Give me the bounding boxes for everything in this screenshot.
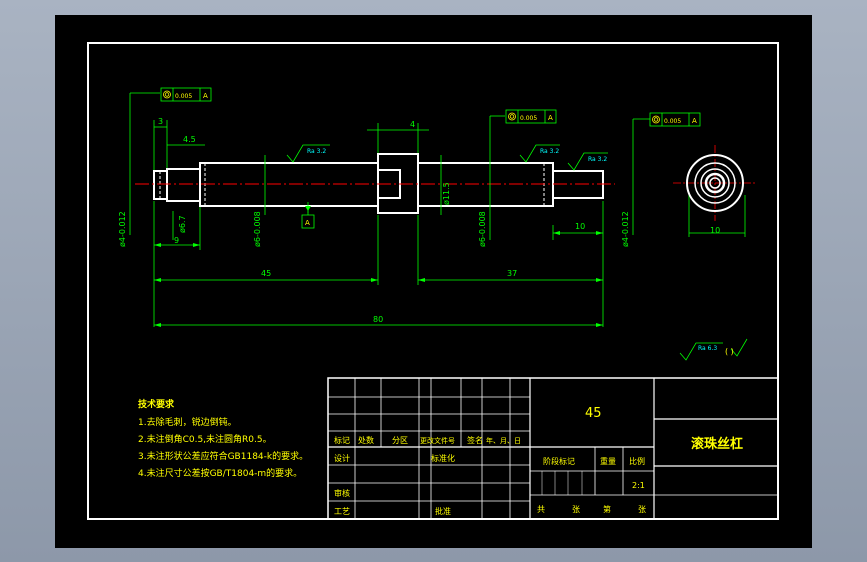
svg-text:比例: 比例 (629, 456, 645, 466)
svg-text:Ra 3.2: Ra 3.2 (588, 156, 607, 163)
svg-text:2:1: 2:1 (632, 481, 645, 490)
svg-text:A: A (203, 92, 208, 100)
roughness-paren: ( ) (725, 347, 734, 356)
svg-text:审核: 审核 (334, 488, 350, 498)
dimension-lines (129, 92, 746, 327)
dim-dia-11-5: ø11.5 (442, 182, 451, 205)
svg-text:设计: 设计 (334, 453, 350, 463)
svg-text:工艺: 工艺 (334, 507, 350, 516)
svg-text:签名: 签名 (467, 435, 483, 445)
dim-dia-mid-left: ø6-0.008 (253, 211, 262, 247)
tolerance-frame-middle: 0.005 A (505, 109, 557, 124)
circularity-icon (652, 115, 660, 124)
dim-3: 3 (158, 117, 163, 126)
note-line: 2.未注倒角C0.5,未注圆角R0.5。 (138, 433, 272, 445)
dim-9: 9 (174, 236, 179, 245)
svg-text:0.005: 0.005 (664, 118, 681, 125)
svg-text:第: 第 (603, 504, 611, 514)
svg-text:0.005: 0.005 (520, 115, 537, 122)
svg-text:Ra 3.2: Ra 3.2 (307, 148, 326, 155)
part-name: 滚珠丝杠 (691, 436, 743, 452)
svg-text:分区: 分区 (392, 436, 408, 445)
svg-text:阶段标记: 阶段标记 (543, 456, 575, 466)
dim-10-end-view: 10 (710, 226, 720, 235)
roughness-icon (567, 152, 608, 171)
dim-dia-right: ø4-0.012 (621, 211, 630, 247)
tolerance-frame-left: 0.005 A (160, 87, 212, 102)
svg-text:年、月、日: 年、月、日 (486, 436, 521, 445)
svg-text:批准: 批准 (435, 506, 451, 516)
roughness-icon (286, 144, 330, 163)
tolerance-frame-right: 0.005 A (649, 112, 701, 127)
dim-dia-mid-right: ø6-0.008 (478, 211, 487, 247)
roughness-symbols (286, 144, 748, 361)
svg-text:处数: 处数 (358, 435, 374, 445)
dim-45: 45 (261, 269, 271, 278)
svg-text:Ra 6.3: Ra 6.3 (698, 345, 717, 352)
title-block (327, 377, 779, 520)
note-line: 3.未注形状公差应符合GB1184-k的要求。 (138, 450, 308, 462)
svg-text:A: A (548, 114, 553, 122)
roughness-icon (519, 144, 560, 163)
svg-text:更改文件号: 更改文件号 (420, 436, 455, 445)
svg-text:Ra 3.2: Ra 3.2 (540, 148, 559, 155)
dim-4: 4 (410, 120, 415, 129)
svg-text:张: 张 (638, 505, 646, 514)
dimension-texts: 3 4.5 4 9 10 10 45 37 80 ø6.7 ø11.5 ø4-0… (118, 117, 720, 324)
svg-text:A: A (692, 117, 697, 125)
dim-80: 80 (373, 315, 383, 324)
svg-text:张: 张 (572, 505, 580, 514)
circularity-icon (163, 90, 171, 99)
circularity-icon (508, 112, 516, 121)
datum-a: A (301, 206, 315, 229)
svg-text:A: A (305, 219, 310, 227)
dim-dia-6-7: ø6.7 (178, 215, 187, 233)
dim-37: 37 (507, 269, 517, 278)
svg-text:标记: 标记 (334, 435, 350, 445)
note-line: 1.去除毛刺，锐边倒钝。 (138, 416, 237, 428)
dimension-arrows (154, 231, 603, 327)
roughness-texts: Ra 3.2 Ra 3.2 Ra 3.2 Ra 6.3 (307, 148, 717, 352)
material: 45 (585, 406, 602, 421)
svg-text:0.005: 0.005 (175, 93, 192, 100)
title-block-text: 45 滚珠丝杠 标记 处数 分区 更改文件号 签名 年、月、日 设计 标准化 审… (334, 406, 743, 516)
dim-4-5: 4.5 (183, 135, 196, 144)
svg-text:标准化: 标准化 (431, 453, 455, 463)
svg-text:共: 共 (537, 505, 545, 514)
engineering-drawing: 3 4.5 4 9 10 10 45 37 80 ø6.7 ø11.5 ø4-0… (87, 42, 779, 520)
roughness-icon (679, 342, 723, 361)
roughness-check-icon (730, 338, 748, 357)
notes-title: 技术要求 (138, 398, 175, 410)
technical-notes: 技术要求 1.去除毛刺，锐边倒钝。 2.未注倒角C0.5,未注圆角R0.5。 3… (138, 398, 308, 479)
end-view (673, 145, 755, 221)
note-line: 4.未注尺寸公差按GB/T1804-m的要求。 (138, 467, 302, 479)
dim-dia-left: ø4-0.012 (118, 211, 127, 247)
dim-10: 10 (575, 222, 585, 231)
svg-text:重量: 重量 (600, 456, 616, 466)
drawing-sheet: 3 4.5 4 9 10 10 45 37 80 ø6.7 ø11.5 ø4-0… (55, 15, 812, 548)
